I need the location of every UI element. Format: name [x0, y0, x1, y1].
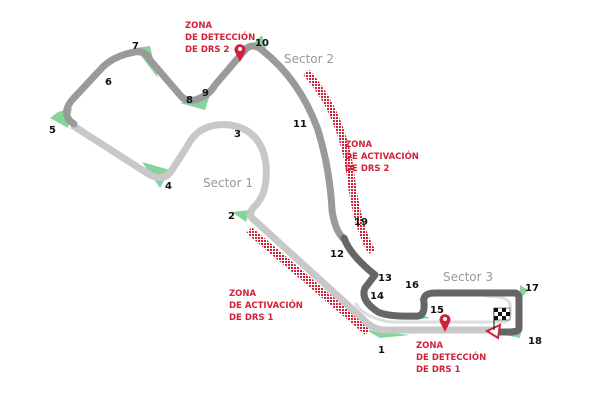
turn-8: 8	[186, 95, 193, 106]
drs-activation-2-label: ZONA DE ACTIVACIÓN DE DRS 2	[345, 140, 419, 174]
svg-text:DE DETECCIÓN: DE DETECCIÓN	[416, 351, 486, 363]
svg-text:DE ACTIVACIÓN: DE ACTIVACIÓN	[345, 150, 419, 162]
svg-text:DE DRS 2: DE DRS 2	[185, 45, 230, 55]
turn-2: 2	[228, 211, 235, 222]
turn-1: 1	[378, 345, 385, 356]
drs-detection-1-label: ZONA DE DETECCIÓN DE DRS 1	[416, 341, 486, 375]
track-sector-3	[340, 234, 523, 336]
sector-2-label: Sector 2	[284, 52, 334, 66]
turn-10: 10	[255, 38, 269, 49]
sector-3-label: Sector 3	[443, 270, 493, 284]
checkered-flag-icon	[493, 307, 511, 330]
drs-detection-2-label: ZONA DE DETECCIÓN DE DRS 2	[185, 21, 255, 55]
svg-text:DE DRS 1: DE DRS 1	[416, 365, 461, 375]
turn-11: 11	[293, 119, 307, 130]
turn-4: 4	[165, 181, 172, 192]
drs-activation-zone-1	[246, 226, 371, 336]
turn-3: 3	[234, 129, 241, 140]
turn-18: 18	[528, 336, 542, 347]
svg-text:DE ACTIVACIÓN: DE ACTIVACIÓN	[229, 299, 303, 311]
location-pin-icon	[439, 314, 451, 332]
turn-9: 9	[202, 88, 209, 99]
svg-text:DE DRS 2: DE DRS 2	[345, 164, 390, 174]
turn-15: 15	[430, 305, 444, 316]
turn-19: 19	[354, 217, 368, 228]
track-sector-2	[63, 42, 349, 244]
turn-7: 7	[132, 41, 139, 52]
turn-14: 14	[370, 291, 384, 302]
turn-6: 6	[105, 77, 112, 88]
turn-17: 17	[525, 283, 539, 294]
turn-16: 16	[405, 280, 419, 291]
svg-text:ZONA: ZONA	[416, 341, 444, 351]
turn-12: 12	[330, 249, 344, 260]
sector-1-label: Sector 1	[203, 176, 253, 190]
drs-activation-zone-2	[303, 69, 376, 255]
turn-13: 13	[378, 273, 392, 284]
location-pin-icon	[234, 44, 246, 62]
svg-text:DE DRS 1: DE DRS 1	[229, 313, 274, 323]
svg-text:ZONA: ZONA	[345, 140, 373, 150]
svg-text:DE DETECCIÓN: DE DETECCIÓN	[185, 31, 255, 43]
turn-5: 5	[49, 125, 56, 136]
drs-activation-1-label: ZONA DE ACTIVACIÓN DE DRS 1	[229, 289, 303, 323]
svg-text:ZONA: ZONA	[229, 289, 257, 299]
svg-text:ZONA: ZONA	[185, 21, 213, 31]
track-sector-1	[70, 121, 495, 334]
